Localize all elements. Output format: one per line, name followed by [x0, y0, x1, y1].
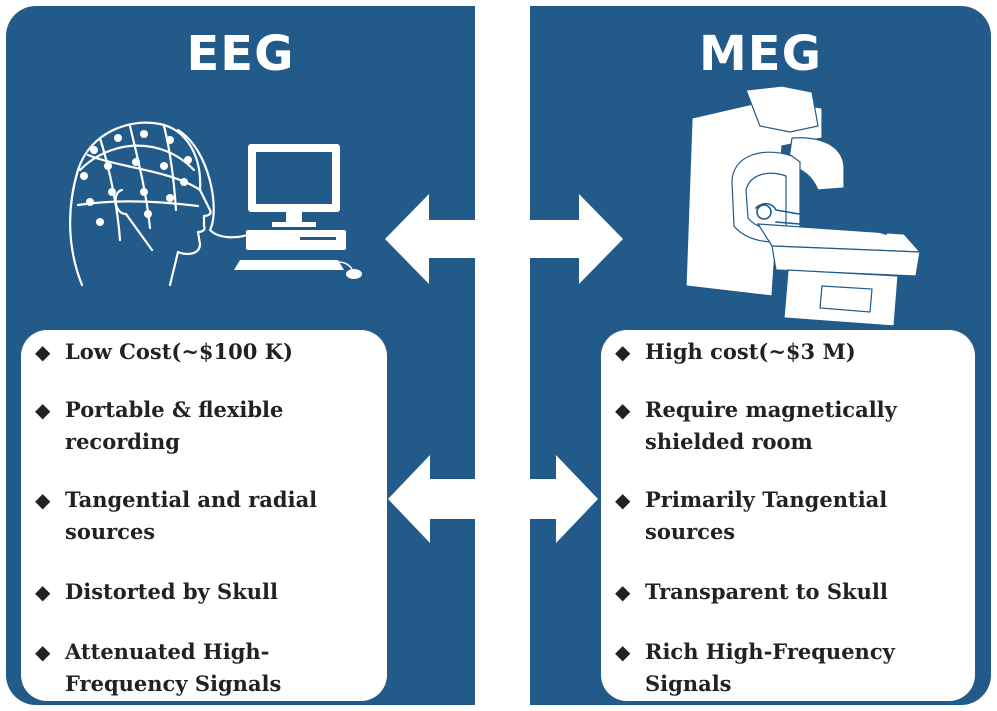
list-item: ◆ Distorted by Skull [35, 576, 373, 608]
list-item: ◆ Low Cost(~$100 K) [35, 336, 373, 368]
list-item-text: High cost(~$3 M) [645, 339, 856, 364]
list-item-text: Primarily Tangential sources [645, 487, 888, 544]
list-item-text: Transparent to Skull [645, 579, 888, 604]
meg-title: MEG [699, 26, 822, 82]
eeg-title: EEG [186, 26, 295, 82]
list-item-text: Portable & flexible recording [65, 397, 284, 454]
list-item-text: Distorted by Skull [65, 579, 278, 604]
diamond-bullet-icon: ◆ [35, 580, 51, 604]
double-headed-arrow-icon-top [385, 194, 623, 284]
eeg-properties-card: ◆ Low Cost(~$100 K) ◆ Portable & flexibl… [21, 330, 387, 701]
eeg-cap-head-and-computer-icon [69, 121, 362, 287]
meg-scanner-with-patient-icon [685, 86, 922, 326]
list-item-text: Attenuated High-Frequency Signals [65, 639, 282, 696]
meg-properties-list: ◆ High cost(~$3 M) ◆ Require magneticall… [615, 336, 961, 700]
list-item-text: Tangential and radial sources [65, 487, 318, 544]
list-item: ◆ Primarily Tangential sources [615, 484, 935, 548]
list-item-text: Require magnetically shielded room [645, 397, 897, 454]
diamond-bullet-icon: ◆ [35, 398, 51, 422]
list-item: ◆ Transparent to Skull [615, 576, 961, 608]
diamond-bullet-icon: ◆ [615, 488, 631, 512]
list-item: ◆ Rich High-Frequency Signals [615, 636, 915, 700]
diamond-bullet-icon: ◆ [615, 580, 631, 604]
list-item: ◆ Tangential and radial sources [35, 484, 345, 548]
list-item: ◆ Attenuated High-Frequency Signals [35, 636, 315, 700]
diamond-bullet-icon: ◆ [615, 640, 631, 664]
eeg-properties-list: ◆ Low Cost(~$100 K) ◆ Portable & flexibl… [35, 336, 373, 700]
double-headed-arrow-icon-bottom [388, 455, 598, 543]
list-item-text: Low Cost(~$100 K) [65, 339, 293, 364]
list-item: ◆ Require magnetically shielded room [615, 394, 935, 458]
meg-properties-card: ◆ High cost(~$3 M) ◆ Require magneticall… [601, 330, 975, 701]
diamond-bullet-icon: ◆ [35, 488, 51, 512]
diamond-bullet-icon: ◆ [615, 340, 631, 364]
list-item: ◆ Portable & flexible recording [35, 394, 305, 458]
list-item-text: Rich High-Frequency Signals [645, 639, 895, 696]
diamond-bullet-icon: ◆ [35, 340, 51, 364]
diamond-bullet-icon: ◆ [35, 640, 51, 664]
list-item: ◆ High cost(~$3 M) [615, 336, 961, 368]
diamond-bullet-icon: ◆ [615, 398, 631, 422]
